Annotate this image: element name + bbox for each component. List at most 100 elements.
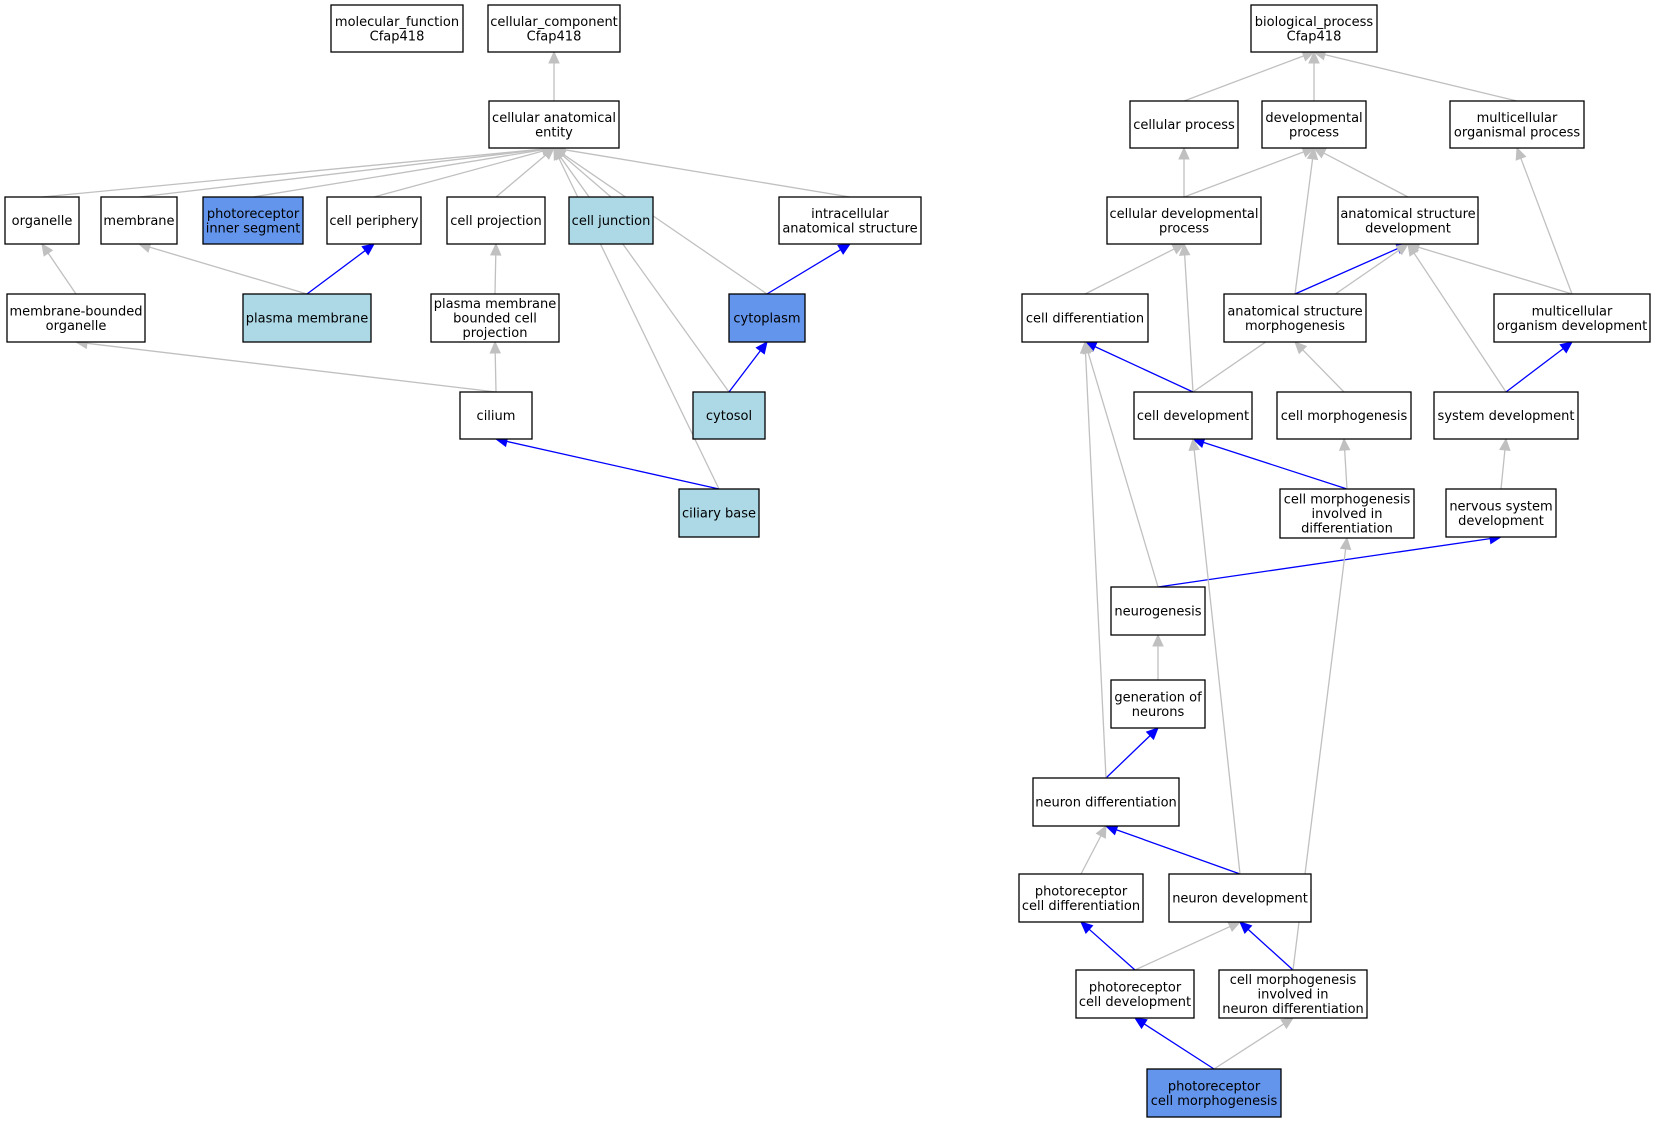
term-node-pm[interactable]: plasma membrane (242, 293, 372, 343)
term-node-cilbase[interactable]: ciliary base (678, 488, 760, 538)
arrowhead (755, 341, 768, 355)
term-node-membrane[interactable]: membrane (100, 196, 178, 245)
term-node-cellproc[interactable]: cellular process (1129, 100, 1239, 149)
term-label: organism development (1497, 319, 1647, 334)
term-node-celldiff[interactable]: cell differentiation (1021, 293, 1149, 343)
edge-membrane-to-cae (138, 143, 556, 198)
term-label: cell development (1137, 409, 1249, 424)
term-label: cellular_component (490, 15, 618, 30)
term-node-cellmorph[interactable]: cell morphogenesis (1276, 391, 1412, 440)
term-label: membrane (103, 214, 174, 229)
term-node-organelle[interactable]: organelle (4, 196, 80, 245)
edge-line (306, 250, 366, 295)
term-box (1018, 873, 1144, 923)
term-box (1433, 391, 1579, 440)
edge-line (728, 350, 761, 393)
term-box (330, 4, 464, 53)
edge-cilium-to-mbo (74, 337, 497, 393)
term-label: development (1365, 221, 1451, 236)
term-node-cytoplasm[interactable]: cytoplasm (728, 293, 806, 343)
edge-pm-to-cellper (306, 243, 375, 295)
edge-cmid-to-cellmorph (1338, 437, 1351, 490)
edge-line (766, 249, 841, 295)
term-node-cytosol[interactable]: cytosol (692, 391, 766, 440)
term-box (1250, 4, 1378, 53)
edge-intra-to-cae (552, 144, 851, 198)
edge-layer (41, 49, 1573, 1070)
edge-line (1094, 346, 1194, 393)
edge-line (1520, 158, 1573, 295)
term-label: plasma membrane (434, 297, 557, 312)
term-label: system development (1438, 409, 1575, 424)
term-label: cell differentiation (1022, 899, 1140, 914)
term-node-celljunc[interactable]: cell junction (568, 196, 654, 245)
edge-cytosol-to-cytoplasm (728, 341, 768, 393)
term-node-cilium[interactable]: cilium (459, 391, 533, 440)
edge-asm-to-devproc (1294, 146, 1319, 295)
arrowhead (1188, 437, 1200, 452)
term-box (100, 196, 178, 245)
term-box (1218, 969, 1368, 1019)
term-label: cell development (1079, 995, 1191, 1010)
edge-line (1080, 835, 1102, 875)
term-label: neuron differentiation (1035, 796, 1177, 811)
term-box (728, 293, 806, 343)
edge-line (1087, 352, 1159, 588)
term-label: Cfap418 (527, 29, 582, 44)
term-box (1129, 100, 1239, 149)
edge-line (1088, 928, 1136, 971)
term-node-neurdev[interactable]: neuron development (1168, 873, 1312, 923)
term-label: differentiation (1301, 522, 1393, 537)
edge-cellproc-to-bp_root (1183, 50, 1316, 102)
term-box (1276, 391, 1412, 440)
term-node-sysdev[interactable]: system development (1433, 391, 1579, 440)
term-node-cellper[interactable]: cell periphery (326, 196, 422, 245)
term-box (1075, 969, 1195, 1019)
term-label: multicellular (1477, 111, 1558, 126)
term-label: multicellular (1532, 304, 1613, 319)
edge-line (1143, 1023, 1215, 1070)
arrowhead (837, 243, 852, 255)
term-label: cytoplasm (733, 312, 800, 327)
term-node-neurdiff[interactable]: neuron differentiation (1032, 777, 1180, 827)
term-node-celldev[interactable]: cell development (1133, 391, 1253, 440)
term-node-cellproj[interactable]: cell projection (446, 196, 546, 245)
arrowhead (1339, 536, 1352, 551)
term-node-neurogenesis[interactable]: neurogenesis (1110, 586, 1206, 636)
term-box (1133, 391, 1253, 440)
arrowhead (1227, 921, 1242, 933)
arrowhead (1152, 633, 1164, 647)
term-box (1279, 488, 1415, 539)
edge-line (494, 352, 497, 393)
edge-nsd-to-sysdev (1499, 437, 1511, 490)
term-label: developmental (1265, 111, 1362, 126)
term-label: cell projection (450, 214, 541, 229)
term-label: organismal process (1454, 125, 1580, 140)
edge-line (1193, 449, 1241, 875)
arrowhead (1079, 340, 1092, 354)
term-label: Cfap418 (1287, 29, 1342, 44)
edge-line (1294, 247, 1399, 295)
edge-cilium-to-pmbcp (489, 340, 502, 393)
